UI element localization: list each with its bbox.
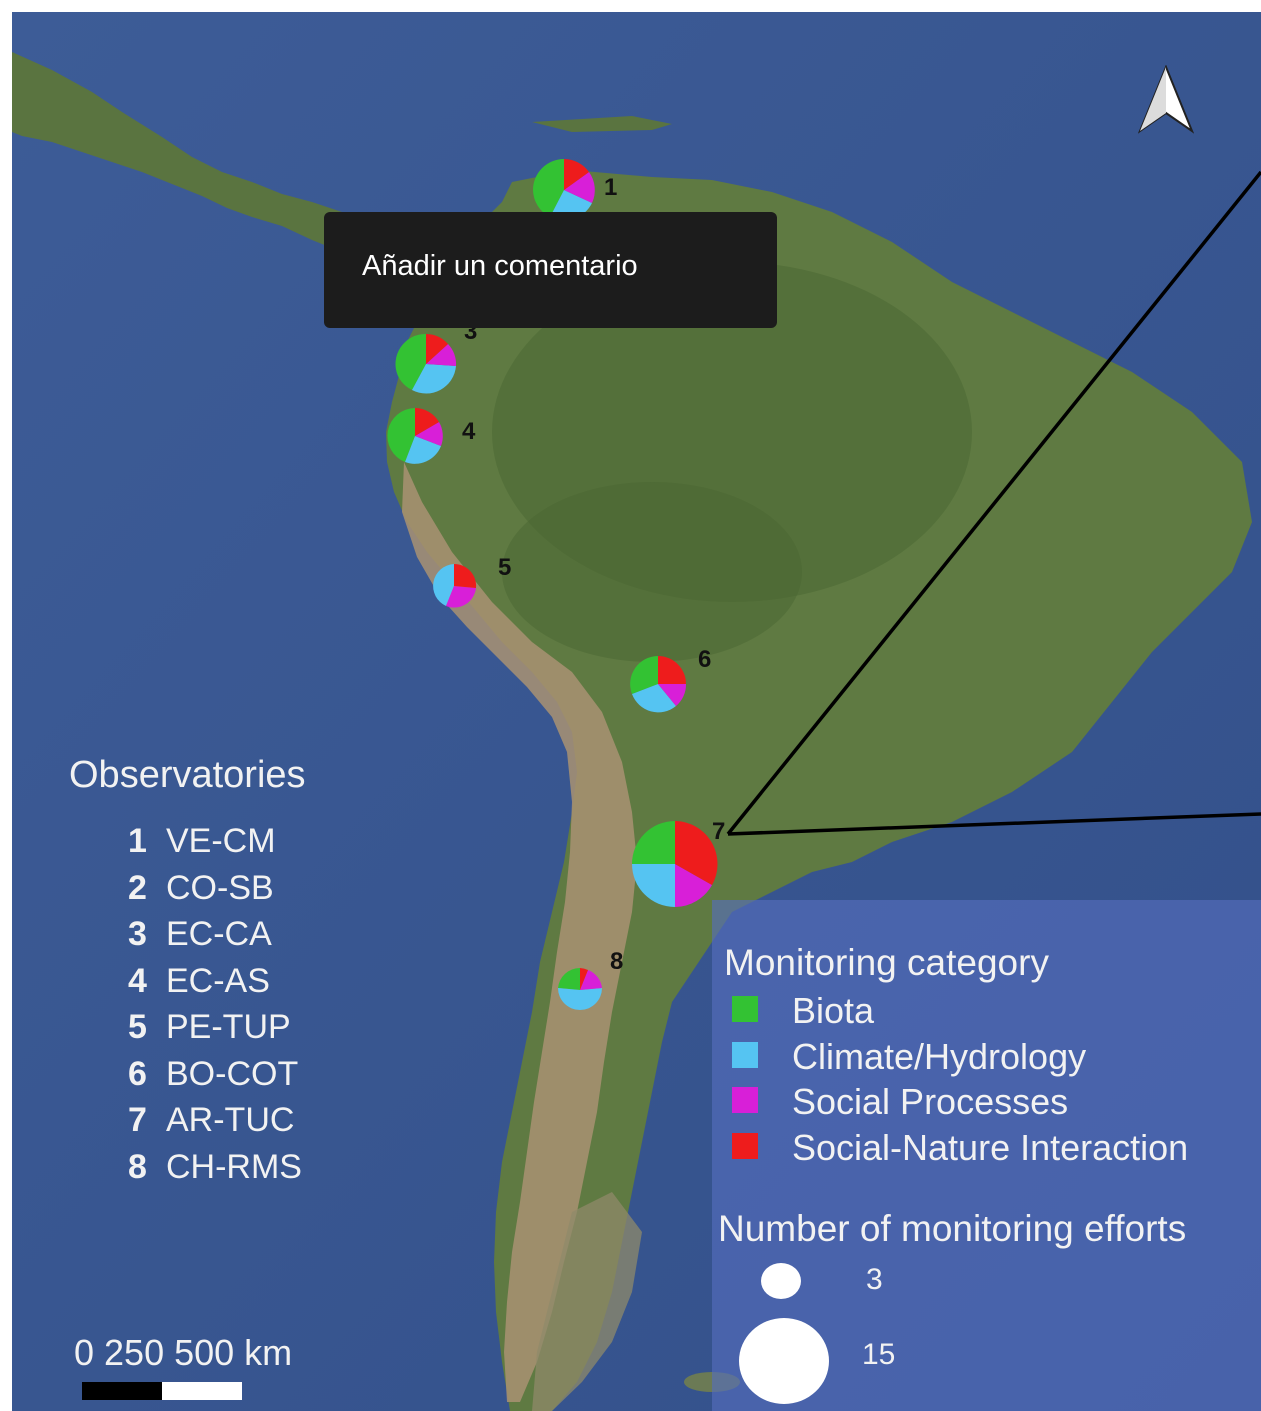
andes-arid-strip: [402, 462, 637, 1402]
observatories-title: Observatories: [69, 754, 306, 796]
observatory-number: 7: [128, 1101, 147, 1139]
observatory-number: 2: [128, 868, 147, 907]
central-america-landmass: [12, 52, 350, 248]
list-item: 6 BO-COT: [128, 1055, 302, 1102]
pie-site-7[interactable]: [632, 821, 718, 907]
pie-slice-interaction: [580, 968, 588, 990]
caribbean-islands: [532, 116, 672, 132]
site-label-1: 1: [604, 174, 618, 201]
pie-slice-climate: [412, 364, 456, 394]
pie-slice-interaction: [658, 656, 686, 684]
legend-swatch: [732, 1042, 758, 1069]
observatory-code: BO-COT: [166, 1054, 299, 1093]
size-legend-title: Number of monitoring efforts: [718, 1208, 1187, 1249]
pie-slice-interaction: [564, 159, 589, 190]
legend-label: Climate/Hydrology: [792, 1036, 1087, 1077]
observatory-number: 5: [128, 1008, 147, 1046]
legend-item-biota: Biota: [732, 990, 874, 1032]
size-legend-small-label: 3: [866, 1263, 883, 1296]
pie-slice-social: [580, 970, 602, 990]
pie-slice-interaction: [415, 408, 439, 436]
observatory-number: 3: [128, 915, 147, 953]
observatory-number: 6: [128, 1054, 147, 1093]
tooltip-text: Añadir un comentario: [362, 250, 638, 282]
pie-slice-climate: [558, 988, 602, 1010]
pie-slice-biota: [533, 159, 564, 217]
observatory-number: 4: [128, 961, 147, 1000]
pie-slice-biota: [630, 656, 658, 694]
pie-slice-social: [426, 344, 457, 366]
legend-swatch: [732, 1133, 758, 1160]
inset-line-upper: [726, 170, 1261, 836]
pie-slice-social: [564, 172, 595, 203]
legend-label: Biota: [792, 990, 875, 1031]
pie-slice-social: [675, 864, 712, 907]
site-label-7: 7: [712, 818, 726, 845]
legend-item-climate: Climate/Hydrology: [732, 1036, 1086, 1078]
pie-slice-interaction: [454, 563, 477, 588]
pie-slice-social: [415, 422, 443, 446]
list-item: 2 CO-SB: [128, 869, 302, 916]
pie-slice-biota: [395, 333, 426, 390]
size-legend-large-label: 15: [862, 1338, 896, 1371]
pie-slice-climate: [433, 564, 454, 606]
pie-slice-biota: [632, 821, 675, 864]
observatory-code: AR-TUC: [166, 1101, 295, 1139]
observatory-number: 1: [128, 822, 147, 860]
observatory-code: VE-CM: [166, 822, 276, 860]
north-arrow-icon: [1137, 64, 1195, 140]
legend-title: Monitoring category: [724, 942, 1049, 983]
observatory-code: EC-CA: [166, 915, 272, 953]
list-item: 7 AR-TUC: [128, 1101, 302, 1148]
list-item: 3 EC-CA: [128, 915, 302, 962]
list-item: 5 PE-TUP: [128, 1008, 302, 1055]
site-label-4: 4: [462, 418, 476, 445]
site-label-8: 8: [610, 948, 624, 975]
inset-line-lower: [727, 812, 1261, 836]
pie-slice-climate: [405, 436, 441, 464]
size-legend-large-circle: [739, 1318, 829, 1404]
pie-slice-biota: [387, 408, 415, 462]
rainforest-patch: [502, 482, 802, 662]
list-item: 4 EC-AS: [128, 962, 302, 1009]
legend-swatch: [732, 1087, 758, 1114]
pie-slice-interaction: [426, 334, 448, 364]
pie-site-4[interactable]: [387, 408, 443, 464]
observatory-code: EC-AS: [166, 961, 270, 1000]
pie-site-5[interactable]: [433, 563, 477, 608]
legend-item-interaction: Social-Nature Interaction: [732, 1127, 1188, 1169]
add-comment-tooltip[interactable]: Añadir un comentario: [324, 212, 777, 328]
scale-bar: [82, 1382, 242, 1400]
pie-site-6[interactable]: [630, 656, 687, 713]
pie-site-8[interactable]: [558, 967, 602, 1010]
pie-slice-interaction: [675, 821, 718, 885]
legend-label: Social Processes: [792, 1081, 1069, 1122]
pie-slice-social: [658, 684, 687, 706]
list-item: 8 CH-RMS: [128, 1148, 302, 1195]
pie-site-3[interactable]: [395, 333, 457, 394]
scale-label: 0 250 500 km: [74, 1332, 293, 1373]
legend-label: Social-Nature Interaction: [792, 1127, 1189, 1168]
pie-slice-social: [446, 586, 476, 608]
pie-slice-climate: [632, 684, 676, 713]
pie-slice-biota: [558, 967, 580, 990]
observatory-number: 8: [128, 1147, 147, 1186]
legend-swatch: [732, 996, 758, 1023]
observatories-list: 1 VE-CM 2 CO-SB 3 EC-CA 4 EC-AS 5 PE-TUP 6 BO-…: [128, 822, 302, 1194]
observatory-code: CH-RMS: [166, 1147, 302, 1186]
list-item: 1 VE-CM: [128, 822, 302, 869]
observatory-code: CO-SB: [166, 868, 274, 907]
patagonia-steppe: [532, 1192, 642, 1411]
pie-slice-climate: [632, 864, 675, 907]
site-label-5: 5: [498, 554, 512, 581]
legend-item-social: Social Processes: [732, 1081, 1068, 1123]
observatory-code: PE-TUP: [166, 1008, 291, 1046]
size-legend-small-circle: [761, 1263, 801, 1299]
site-label-6: 6: [698, 646, 712, 673]
